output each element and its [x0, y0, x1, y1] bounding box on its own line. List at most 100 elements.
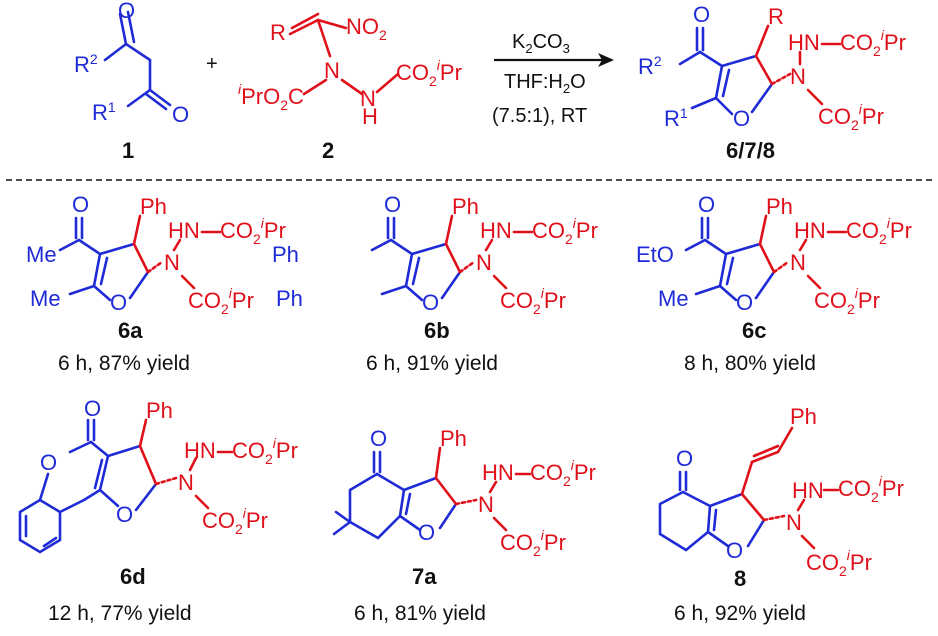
ester-right: CO2iPr — [396, 57, 462, 89]
compound-label-6d: 6d — [120, 564, 146, 589]
bond — [454, 498, 478, 506]
example-6c: O EtO Me O Ph N HN CO2iPr CO2iPr — [636, 192, 912, 317]
bond — [389, 238, 414, 256]
bond — [340, 78, 364, 96]
bond — [740, 460, 754, 496]
atom-hn: HN — [788, 30, 820, 55]
bond — [398, 514, 422, 532]
yield-8: 6 h, 92% yield — [674, 602, 806, 625]
atom-r2: R2 — [74, 51, 98, 77]
atom-o-ring: O — [110, 290, 127, 315]
substituent-ring: Me — [30, 286, 61, 311]
reactant-2: R NO2 N N H CO2iPr iPrO2C — [238, 12, 462, 129]
bond — [98, 454, 110, 492]
atom-n: N — [178, 470, 194, 495]
bond — [458, 260, 476, 274]
bond — [93, 458, 104, 490]
compound-number-1: 1 — [122, 138, 134, 163]
bond — [148, 88, 172, 107]
bond — [68, 440, 93, 454]
atom-hn: HN — [184, 438, 216, 463]
bond — [703, 238, 728, 256]
atom-r2: R2 — [638, 53, 662, 79]
atom-n-left: N — [324, 58, 340, 83]
atom-o: O — [72, 192, 89, 217]
atom-n: N — [476, 250, 492, 275]
bond — [404, 492, 412, 516]
bond — [746, 518, 766, 548]
compound-number-product: 6/7/8 — [726, 138, 775, 163]
atom-n: N — [790, 64, 806, 89]
atom-r1: R1 — [664, 105, 688, 131]
bond — [146, 260, 164, 274]
bond — [290, 12, 320, 30]
bond — [740, 492, 766, 522]
bond — [375, 472, 406, 492]
bond — [806, 88, 824, 106]
substituent-aryl: Ph — [140, 194, 167, 219]
bond — [750, 82, 774, 114]
ester-bottom: CO2iPr — [806, 547, 872, 579]
bond — [180, 274, 196, 290]
bond — [370, 238, 393, 252]
bond — [758, 242, 776, 274]
substituent-ketone: EtO — [636, 242, 674, 267]
bond — [126, 88, 152, 108]
bond — [721, 68, 731, 98]
ester-left: iPrO2C — [238, 81, 304, 113]
atom-o: O — [370, 426, 387, 451]
ester-bottom: CO2iPr — [814, 285, 880, 317]
ester-bottom: CO2iPr — [500, 285, 566, 317]
bond — [658, 490, 710, 552]
bond — [302, 78, 328, 96]
bond — [106, 444, 142, 458]
bond — [492, 516, 508, 532]
bond — [411, 256, 421, 286]
bond — [132, 214, 142, 246]
atom-h: H — [362, 104, 378, 129]
bond — [758, 214, 768, 246]
bond — [714, 96, 734, 116]
atom-n: N — [790, 250, 806, 275]
bond — [154, 476, 178, 486]
bond — [706, 504, 712, 534]
bond — [172, 238, 182, 252]
bond — [103, 42, 128, 62]
atom-n-right: N — [360, 86, 376, 111]
bond — [316, 18, 348, 30]
bond — [438, 502, 458, 530]
bond — [798, 238, 808, 252]
atom-hn: HN — [794, 218, 826, 243]
atom-o-ring: O — [422, 290, 439, 315]
substituent-aryl: Ph — [452, 194, 479, 219]
bond — [718, 252, 728, 288]
compound-label-8: 8 — [734, 566, 746, 591]
bond — [138, 444, 158, 486]
atom-o-bottom: O — [172, 102, 189, 127]
substituent-aryl: Ph — [146, 398, 173, 423]
bond — [38, 472, 50, 502]
atom-o: O — [84, 396, 101, 421]
bond — [434, 476, 458, 506]
compound-number-2: 2 — [322, 138, 334, 163]
bond — [694, 284, 722, 296]
bond — [134, 482, 158, 512]
bond — [720, 54, 758, 68]
bond — [762, 514, 786, 522]
atom-o: O — [698, 192, 715, 217]
bond — [725, 256, 735, 286]
bond — [92, 284, 112, 302]
atom-o: O — [384, 192, 401, 217]
bond — [188, 456, 198, 472]
atom-o-keto: O — [693, 2, 710, 27]
bond — [434, 446, 442, 480]
compound-label-6a: 6a — [118, 318, 143, 343]
bond — [724, 242, 762, 256]
bond — [58, 498, 86, 514]
atom-o-ring: O — [418, 520, 435, 545]
atom-n: N — [786, 510, 802, 535]
atom-hn: HN — [168, 218, 200, 243]
bond — [678, 50, 702, 66]
bond — [375, 72, 400, 94]
atom-r: R — [768, 4, 784, 29]
